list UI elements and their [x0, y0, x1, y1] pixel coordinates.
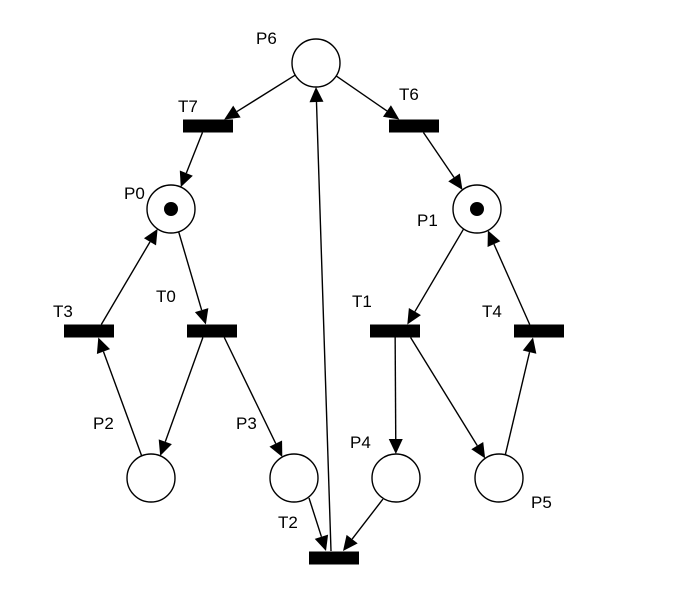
arc-line — [164, 337, 204, 442]
place-circle[interactable] — [291, 38, 341, 88]
arc-line — [185, 132, 204, 174]
transition-bar[interactable] — [183, 119, 233, 133]
arc-p3-t2 — [308, 497, 329, 551]
place-p6[interactable] — [291, 38, 341, 88]
arrowhead-icon — [407, 308, 421, 325]
transition-bar[interactable] — [309, 551, 359, 565]
place-label-p5: P5 — [531, 493, 552, 512]
arc-p6-t7 — [224, 74, 296, 120]
arc-line — [102, 351, 143, 457]
arc-p6-t6 — [335, 75, 400, 120]
place-circle[interactable] — [269, 453, 319, 503]
arc-line — [414, 228, 465, 312]
arc-p2-t3 — [96, 337, 143, 457]
place-label-p4: P4 — [350, 433, 371, 452]
transition-label-t2: T2 — [278, 513, 298, 532]
arc-t3-p0 — [100, 228, 158, 325]
place-p3[interactable] — [269, 453, 319, 503]
arc-t1-p4 — [388, 337, 403, 455]
place-p0[interactable] — [146, 184, 196, 234]
arrowhead-icon — [522, 337, 537, 354]
place-p2[interactable] — [126, 453, 176, 503]
arc-p5-t4 — [504, 337, 537, 456]
arc-line — [351, 498, 384, 540]
transition-t1[interactable] — [370, 324, 420, 338]
arrowhead-icon — [96, 337, 111, 354]
arrowhead-icon — [314, 534, 329, 551]
arrowhead-icon — [388, 438, 403, 455]
arrowhead-icon — [382, 105, 400, 120]
arc-line — [504, 351, 531, 456]
place-circle[interactable] — [126, 453, 176, 503]
place-label-p2: P2 — [93, 414, 114, 433]
arc-line — [100, 241, 151, 325]
arrowhead-icon — [179, 170, 193, 188]
transition-t6[interactable] — [389, 119, 439, 133]
place-p1[interactable] — [452, 184, 502, 234]
arrowhead-icon — [158, 439, 172, 456]
place-label-p1: P1 — [417, 211, 438, 230]
place-circle[interactable] — [474, 453, 524, 503]
arrowhead-icon — [487, 230, 501, 247]
transition-label-t1: T1 — [352, 292, 372, 311]
transition-t3[interactable] — [64, 324, 114, 338]
transition-t7[interactable] — [183, 119, 233, 133]
arrowhead-icon — [309, 87, 324, 103]
token-icon — [164, 202, 178, 216]
place-circle[interactable] — [371, 453, 421, 503]
arc-line — [335, 75, 388, 112]
arc-p1-t1 — [407, 228, 465, 325]
transition-label-t6: T6 — [399, 85, 419, 104]
transition-bar[interactable] — [370, 324, 420, 338]
arrowhead-icon — [448, 173, 463, 190]
transition-bar[interactable] — [389, 119, 439, 133]
nodes — [64, 38, 564, 565]
token-icon — [470, 202, 484, 216]
arcs — [96, 74, 537, 552]
transition-label-t0: T0 — [156, 287, 176, 306]
place-label-p6: P6 — [256, 29, 277, 48]
transition-t0[interactable] — [187, 324, 237, 338]
arrowhead-icon — [143, 228, 158, 246]
arc-line — [177, 231, 203, 311]
arc-line — [223, 337, 277, 444]
transition-t2[interactable] — [309, 551, 359, 565]
arc-line — [422, 132, 455, 178]
arrowhead-icon — [224, 105, 241, 120]
arc-t2-p6 — [309, 87, 332, 552]
arc-t4-p1 — [487, 230, 531, 325]
arc-line — [315, 101, 332, 552]
arc-line — [308, 497, 323, 537]
arc-t0-p2 — [158, 337, 204, 456]
arc-t6-p1 — [422, 132, 463, 190]
arc-t1-p5 — [410, 337, 486, 459]
arrowhead-icon — [269, 440, 283, 458]
arrowhead-icon — [194, 308, 209, 325]
arc-p4-t2 — [343, 498, 384, 551]
arc-line — [410, 337, 478, 447]
transition-t4[interactable] — [514, 324, 564, 338]
transition-label-t3: T3 — [53, 302, 73, 321]
arc-t0-p3 — [223, 337, 283, 458]
arc-line — [236, 74, 296, 113]
arc-t7-p0 — [179, 132, 204, 188]
place-label-p3: P3 — [236, 414, 257, 433]
arc-p0-t0 — [177, 231, 209, 325]
place-p4[interactable] — [371, 453, 421, 503]
transition-bar[interactable] — [514, 324, 564, 338]
arrowhead-icon — [343, 534, 358, 551]
arc-line — [493, 243, 531, 325]
transition-label-t4: T4 — [482, 302, 502, 321]
place-p5[interactable] — [474, 453, 524, 503]
arrowhead-icon — [471, 441, 486, 459]
transition-bar[interactable] — [64, 324, 114, 338]
transition-label-t7: T7 — [178, 97, 198, 116]
place-label-p0: P0 — [124, 184, 145, 203]
arc-line — [394, 337, 397, 440]
transition-bar[interactable] — [187, 324, 237, 338]
